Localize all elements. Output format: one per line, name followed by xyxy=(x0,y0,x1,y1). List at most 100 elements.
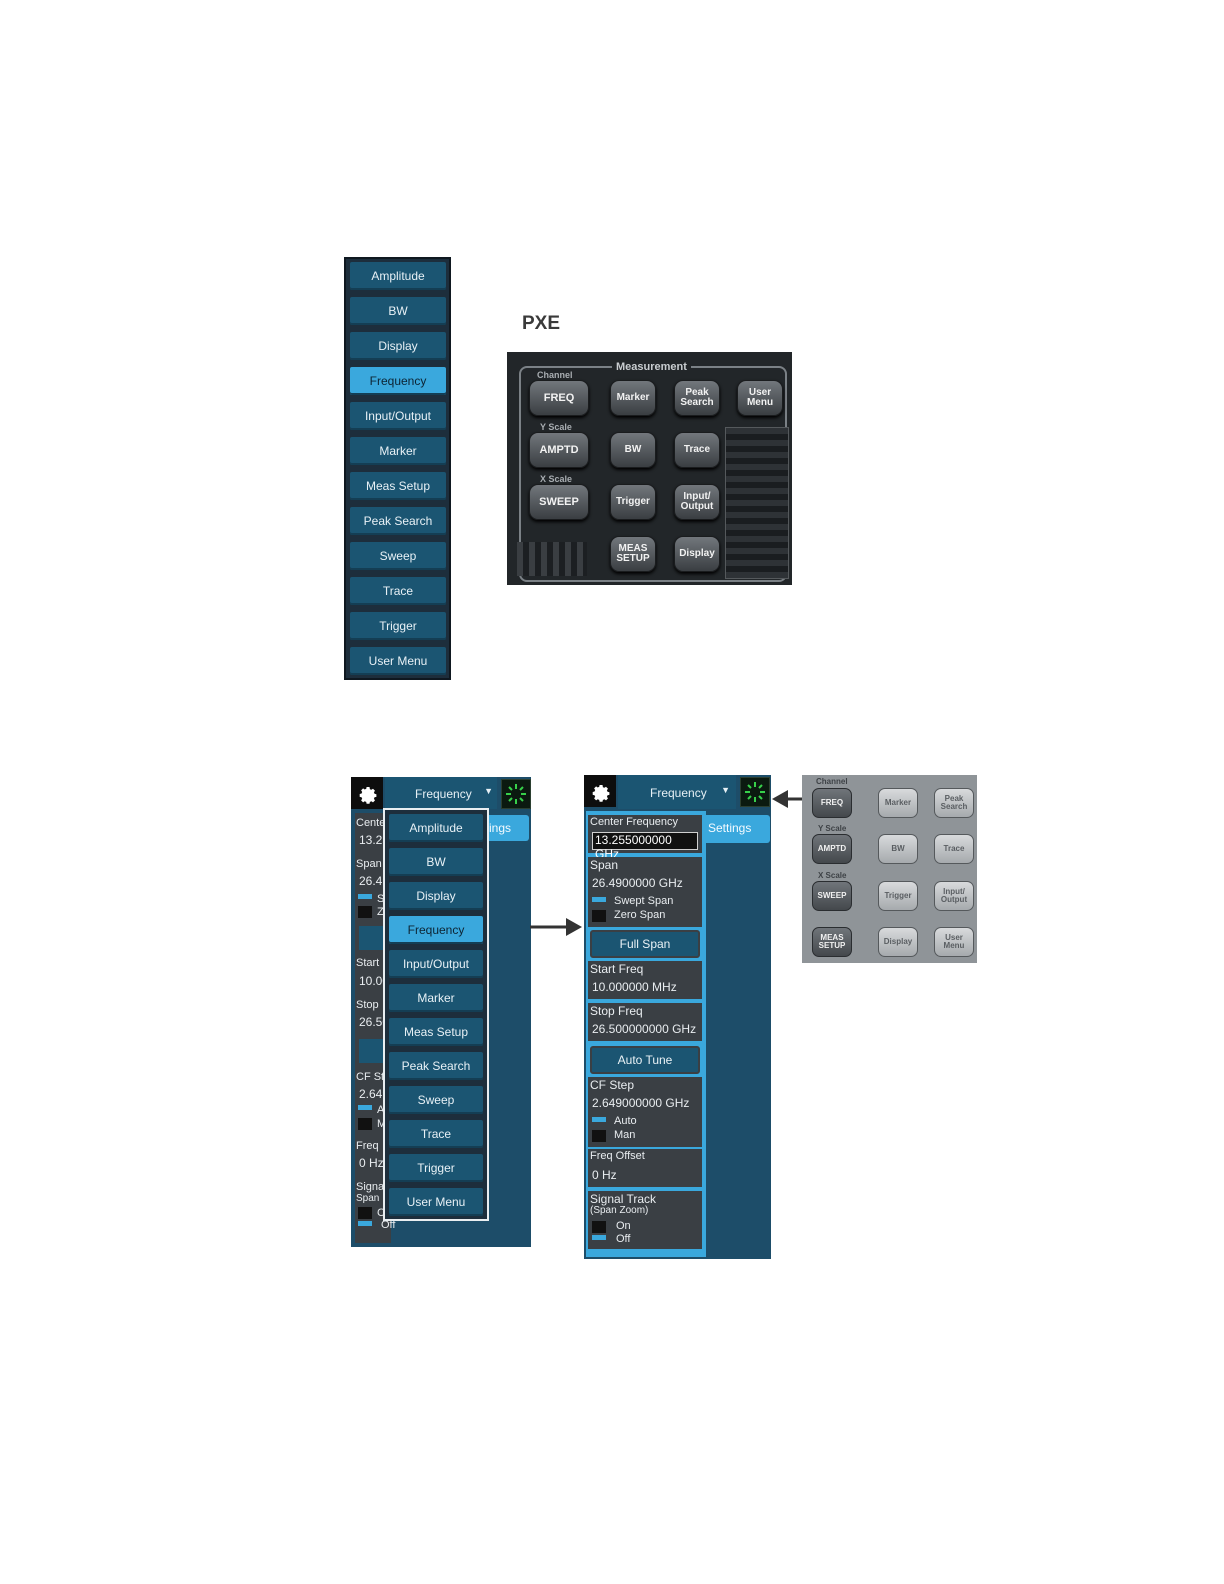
dropdown-item-frequency[interactable]: Frequency xyxy=(389,916,483,944)
center-frequency-input[interactable]: 13.255000000 GHz xyxy=(592,832,698,861)
toggle-zero[interactable] xyxy=(358,906,372,918)
menu-item-marker[interactable]: Marker xyxy=(350,437,446,465)
toggle-off[interactable] xyxy=(358,1221,372,1226)
dropdown-item-display[interactable]: Display xyxy=(389,882,483,910)
menu-item-display[interactable]: Display xyxy=(350,332,446,360)
left-topbar[interactable]: Frequency ▼ xyxy=(385,777,497,809)
toggle-swept[interactable] xyxy=(358,894,372,899)
gray-group-xscale: X Scale xyxy=(818,871,847,880)
key-freq[interactable]: FREQ xyxy=(529,380,589,416)
left-settings-tab[interactable]: ings xyxy=(483,815,529,841)
gray-key-marker[interactable]: Marker xyxy=(878,788,918,818)
left-topbar-label: Frequency xyxy=(415,787,472,801)
dropdown-item-bw[interactable]: BW xyxy=(389,848,483,876)
group-label-yscale: Y Scale xyxy=(540,422,572,432)
signal-track-param[interactable]: Signal Track (Span Zoom) On Off xyxy=(588,1191,702,1249)
dropdown-item-user-menu[interactable]: User Menu xyxy=(389,1188,483,1216)
swept-span-toggle[interactable] xyxy=(592,897,606,902)
toggle-auto[interactable] xyxy=(358,1105,372,1110)
dropdown-item-peak-search[interactable]: Peak Search xyxy=(389,1052,483,1080)
dropdown-item-marker[interactable]: Marker xyxy=(389,984,483,1012)
cf-step-param[interactable]: CF Step 2.649000000 GHz Auto Man xyxy=(588,1077,702,1147)
menu-item-input-output[interactable]: Input/Output xyxy=(350,402,446,430)
key-trace[interactable]: Trace xyxy=(674,432,720,468)
gray-key-display[interactable]: Display xyxy=(878,927,918,957)
gear-icon[interactable] xyxy=(351,777,383,809)
key-sweep[interactable]: SWEEP xyxy=(529,484,589,520)
key-trigger[interactable]: Trigger xyxy=(610,484,656,520)
cf-auto-toggle[interactable] xyxy=(592,1117,606,1122)
dropdown-item-trigger[interactable]: Trigger xyxy=(389,1154,483,1182)
key-marker[interactable]: Marker xyxy=(610,380,656,416)
gray-key-meas-setup[interactable]: MEAS SETUP xyxy=(812,927,852,957)
dropdown-item-input-output[interactable]: Input/Output xyxy=(389,950,483,978)
menu-item-frequency[interactable]: Frequency xyxy=(350,367,446,395)
menu-item-bw[interactable]: BW xyxy=(350,297,446,325)
gray-key-freq[interactable]: FREQ xyxy=(812,788,852,818)
panel-hardware-detail xyxy=(725,427,789,579)
key-peak-search[interactable]: Peak Search xyxy=(674,380,720,416)
gray-key-peak-search[interactable]: Peak Search xyxy=(934,788,974,818)
right-topbar[interactable]: Frequency ▼ xyxy=(618,775,736,809)
partial-freqoff-label: Freq xyxy=(356,1140,379,1152)
key-bw[interactable]: BW xyxy=(610,432,656,468)
gray-key-user-menu[interactable]: User Menu xyxy=(934,927,974,957)
partial-stop-label: Stop xyxy=(356,999,379,1011)
menu-item-meas-setup[interactable]: Meas Setup xyxy=(350,472,446,500)
gray-group-yscale: Y Scale xyxy=(818,824,847,833)
dropdown-item-meas-setup[interactable]: Meas Setup xyxy=(389,1018,483,1046)
key-user-menu[interactable]: User Menu xyxy=(737,380,783,416)
gray-key-amptd[interactable]: AMPTD xyxy=(812,834,852,864)
partial-on: C xyxy=(377,1207,385,1219)
gray-key-trigger[interactable]: Trigger xyxy=(878,881,918,911)
menu-item-trigger[interactable]: Trigger xyxy=(350,612,446,640)
right-topbar-label: Frequency xyxy=(650,786,707,800)
settings-tab[interactable]: Settings xyxy=(702,815,770,843)
dropdown-item-sweep[interactable]: Sweep xyxy=(389,1086,483,1114)
chevron-down-icon: ▼ xyxy=(721,785,730,795)
signal-track-off-toggle[interactable] xyxy=(592,1235,606,1240)
busy-spinner-icon xyxy=(501,779,531,809)
cf-man-toggle[interactable] xyxy=(592,1130,606,1142)
signal-track-on-toggle[interactable] xyxy=(592,1221,606,1233)
stop-freq-param[interactable]: Stop Freq 26.500000000 GHz xyxy=(588,1003,702,1041)
auto-tune-button[interactable]: Auto Tune xyxy=(590,1046,700,1074)
menu-item-trace[interactable]: Trace xyxy=(350,577,446,605)
menu-item-peak-search[interactable]: Peak Search xyxy=(350,507,446,535)
signal-track-sublabel: (Span Zoom) xyxy=(590,1205,649,1216)
freq-offset-param[interactable]: Freq Offset 0 Hz xyxy=(588,1149,702,1187)
gray-key-sweep[interactable]: SWEEP xyxy=(812,881,852,911)
pxe-front-panel-keypad: Measurement Channel Y Scale X Scale FREQ… xyxy=(507,352,792,585)
partial-swept: S xyxy=(377,893,385,905)
key-display[interactable]: Display xyxy=(674,536,720,572)
signal-track-off-label: Off xyxy=(616,1233,631,1245)
gray-key-trace[interactable]: Trace xyxy=(934,834,974,864)
partial-cfstep-label: CF St xyxy=(356,1071,385,1083)
center-frequency-label: Center Frequency xyxy=(590,816,679,828)
center-frequency-param[interactable]: Center Frequency 13.255000000 GHz xyxy=(588,815,702,861)
key-input-output[interactable]: Input/ Output xyxy=(674,484,720,520)
full-span-button[interactable]: Full Span xyxy=(590,930,700,958)
toggle-man[interactable] xyxy=(358,1118,372,1130)
partial-signal-label: Signa xyxy=(356,1181,385,1193)
group-label-xscale: X Scale xyxy=(540,474,573,484)
gray-key-input-output[interactable]: Input/ Output xyxy=(934,881,974,911)
gear-icon[interactable] xyxy=(584,775,616,807)
dropdown-item-amplitude[interactable]: Amplitude xyxy=(389,814,483,842)
gray-key-bw[interactable]: BW xyxy=(878,834,918,864)
key-meas-setup[interactable]: MEAS SETUP xyxy=(610,536,656,572)
start-freq-param[interactable]: Start Freq 10.000000 MHz xyxy=(588,961,702,999)
toggle-on[interactable] xyxy=(358,1207,372,1219)
menu-item-amplitude[interactable]: Amplitude xyxy=(350,262,446,290)
frequency-dropdown-menu: Amplitude BW Display Frequency Input/Out… xyxy=(383,808,489,1221)
stop-freq-label: Stop Freq xyxy=(590,1004,643,1018)
cf-man-label: Man xyxy=(614,1129,636,1141)
zero-span-label: Zero Span xyxy=(614,909,666,921)
menu-item-user-menu[interactable]: User Menu xyxy=(350,647,446,675)
dropdown-item-trace[interactable]: Trace xyxy=(389,1120,483,1148)
span-param[interactable]: Span 26.4900000 GHz Swept Span Zero Span xyxy=(588,857,702,927)
partial-freqoff-value: 0 Hz xyxy=(359,1156,384,1170)
zero-span-toggle[interactable] xyxy=(592,910,606,922)
menu-item-sweep[interactable]: Sweep xyxy=(350,542,446,570)
key-amptd[interactable]: AMPTD xyxy=(529,432,589,468)
